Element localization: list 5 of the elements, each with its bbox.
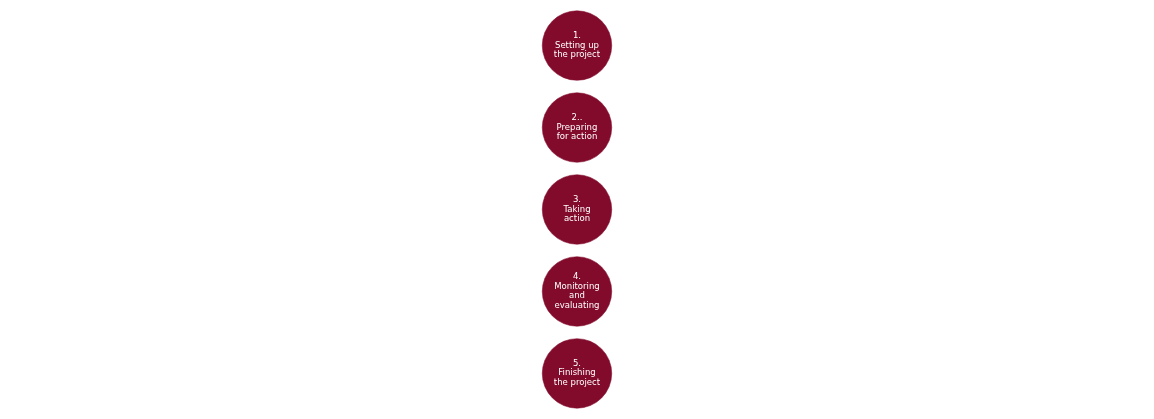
- node-circle: 2.. Preparing for action: [542, 92, 612, 163]
- node-circle: 4. Monitoring and evaluating: [542, 256, 612, 327]
- node-circle: 5. Finishing the project: [542, 338, 612, 409]
- node-circle: 1. Setting up the project: [542, 10, 612, 81]
- node-circle: 3. Taking action: [542, 174, 612, 245]
